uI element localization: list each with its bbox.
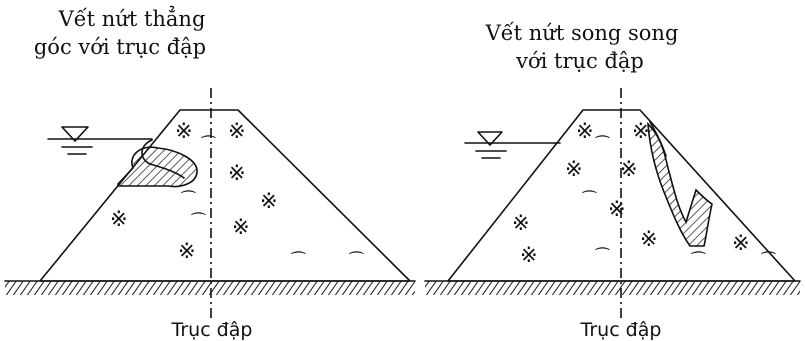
fill-mark: ※ (260, 189, 278, 213)
fill-mark-arc: ⁀ (761, 250, 776, 270)
right-title-line2: với trục đập (515, 49, 644, 73)
left-panel: Vết nứt thẳng góc với trục đập Trục đập … (4, 6, 416, 341)
fill-mark: ※ (608, 197, 626, 221)
fill-mark: ※ (565, 157, 583, 181)
left-transverse-crack (117, 139, 198, 188)
fill-mark: ※ (228, 119, 246, 143)
right-title-line1: Vết nứt song song (485, 21, 679, 45)
fill-mark-arc: ⁀ (291, 250, 306, 270)
fill-mark: ※ (732, 231, 750, 255)
right-dam-body (447, 109, 796, 282)
left-fill-marks: ※ ※ ⁀ ※ ⁀ ※ ※ ⁀ ※ ※ ⁀ ⁀ (110, 119, 364, 270)
left-title-line2: góc với trục đập (34, 35, 206, 59)
right-fill-marks: ※ ※ ⁀ ※ ※ ⁀ ※ ※ ※ ※ ※ ⁀ ⁀ ⁀ (512, 119, 776, 270)
fill-mark: ※ (228, 161, 246, 185)
fill-mark-arc: ⁀ (691, 250, 706, 270)
fill-mark: ※ (512, 211, 530, 235)
fill-mark: ※ (576, 119, 594, 143)
fill-mark: ※ (520, 243, 538, 267)
fill-mark: ※ (632, 119, 650, 143)
fill-mark: ※ (178, 239, 196, 263)
fill-mark: ※ (620, 157, 638, 181)
fill-mark-arc: ⁀ (595, 246, 610, 266)
fill-mark: ※ (232, 215, 250, 239)
fill-mark-arc: ⁀ (349, 250, 364, 270)
fill-mark-arc: ⁀ (595, 134, 610, 154)
left-water-level (47, 126, 153, 155)
left-ground (4, 280, 416, 295)
right-panel: Vết nứt song song với trục đập Trục đập … (424, 21, 801, 341)
fill-mark: ※ (110, 207, 128, 231)
fill-mark-arc: ⁀ (201, 134, 216, 154)
fill-mark: ※ (175, 119, 193, 143)
left-axis-label: Trục đập (171, 319, 253, 341)
right-water-level (464, 131, 561, 159)
fill-mark-arc: ⁀ (582, 189, 597, 209)
fill-mark: ※ (640, 227, 658, 251)
left-title-line1: Vết nứt thẳng (58, 6, 206, 31)
fill-mark-arc: ⁀ (181, 189, 196, 209)
fill-mark-arc: ⁀ (191, 211, 206, 231)
right-axis-label: Trục đập (580, 319, 662, 341)
right-ground (424, 280, 801, 295)
right-longitudinal-crack (647, 121, 713, 247)
